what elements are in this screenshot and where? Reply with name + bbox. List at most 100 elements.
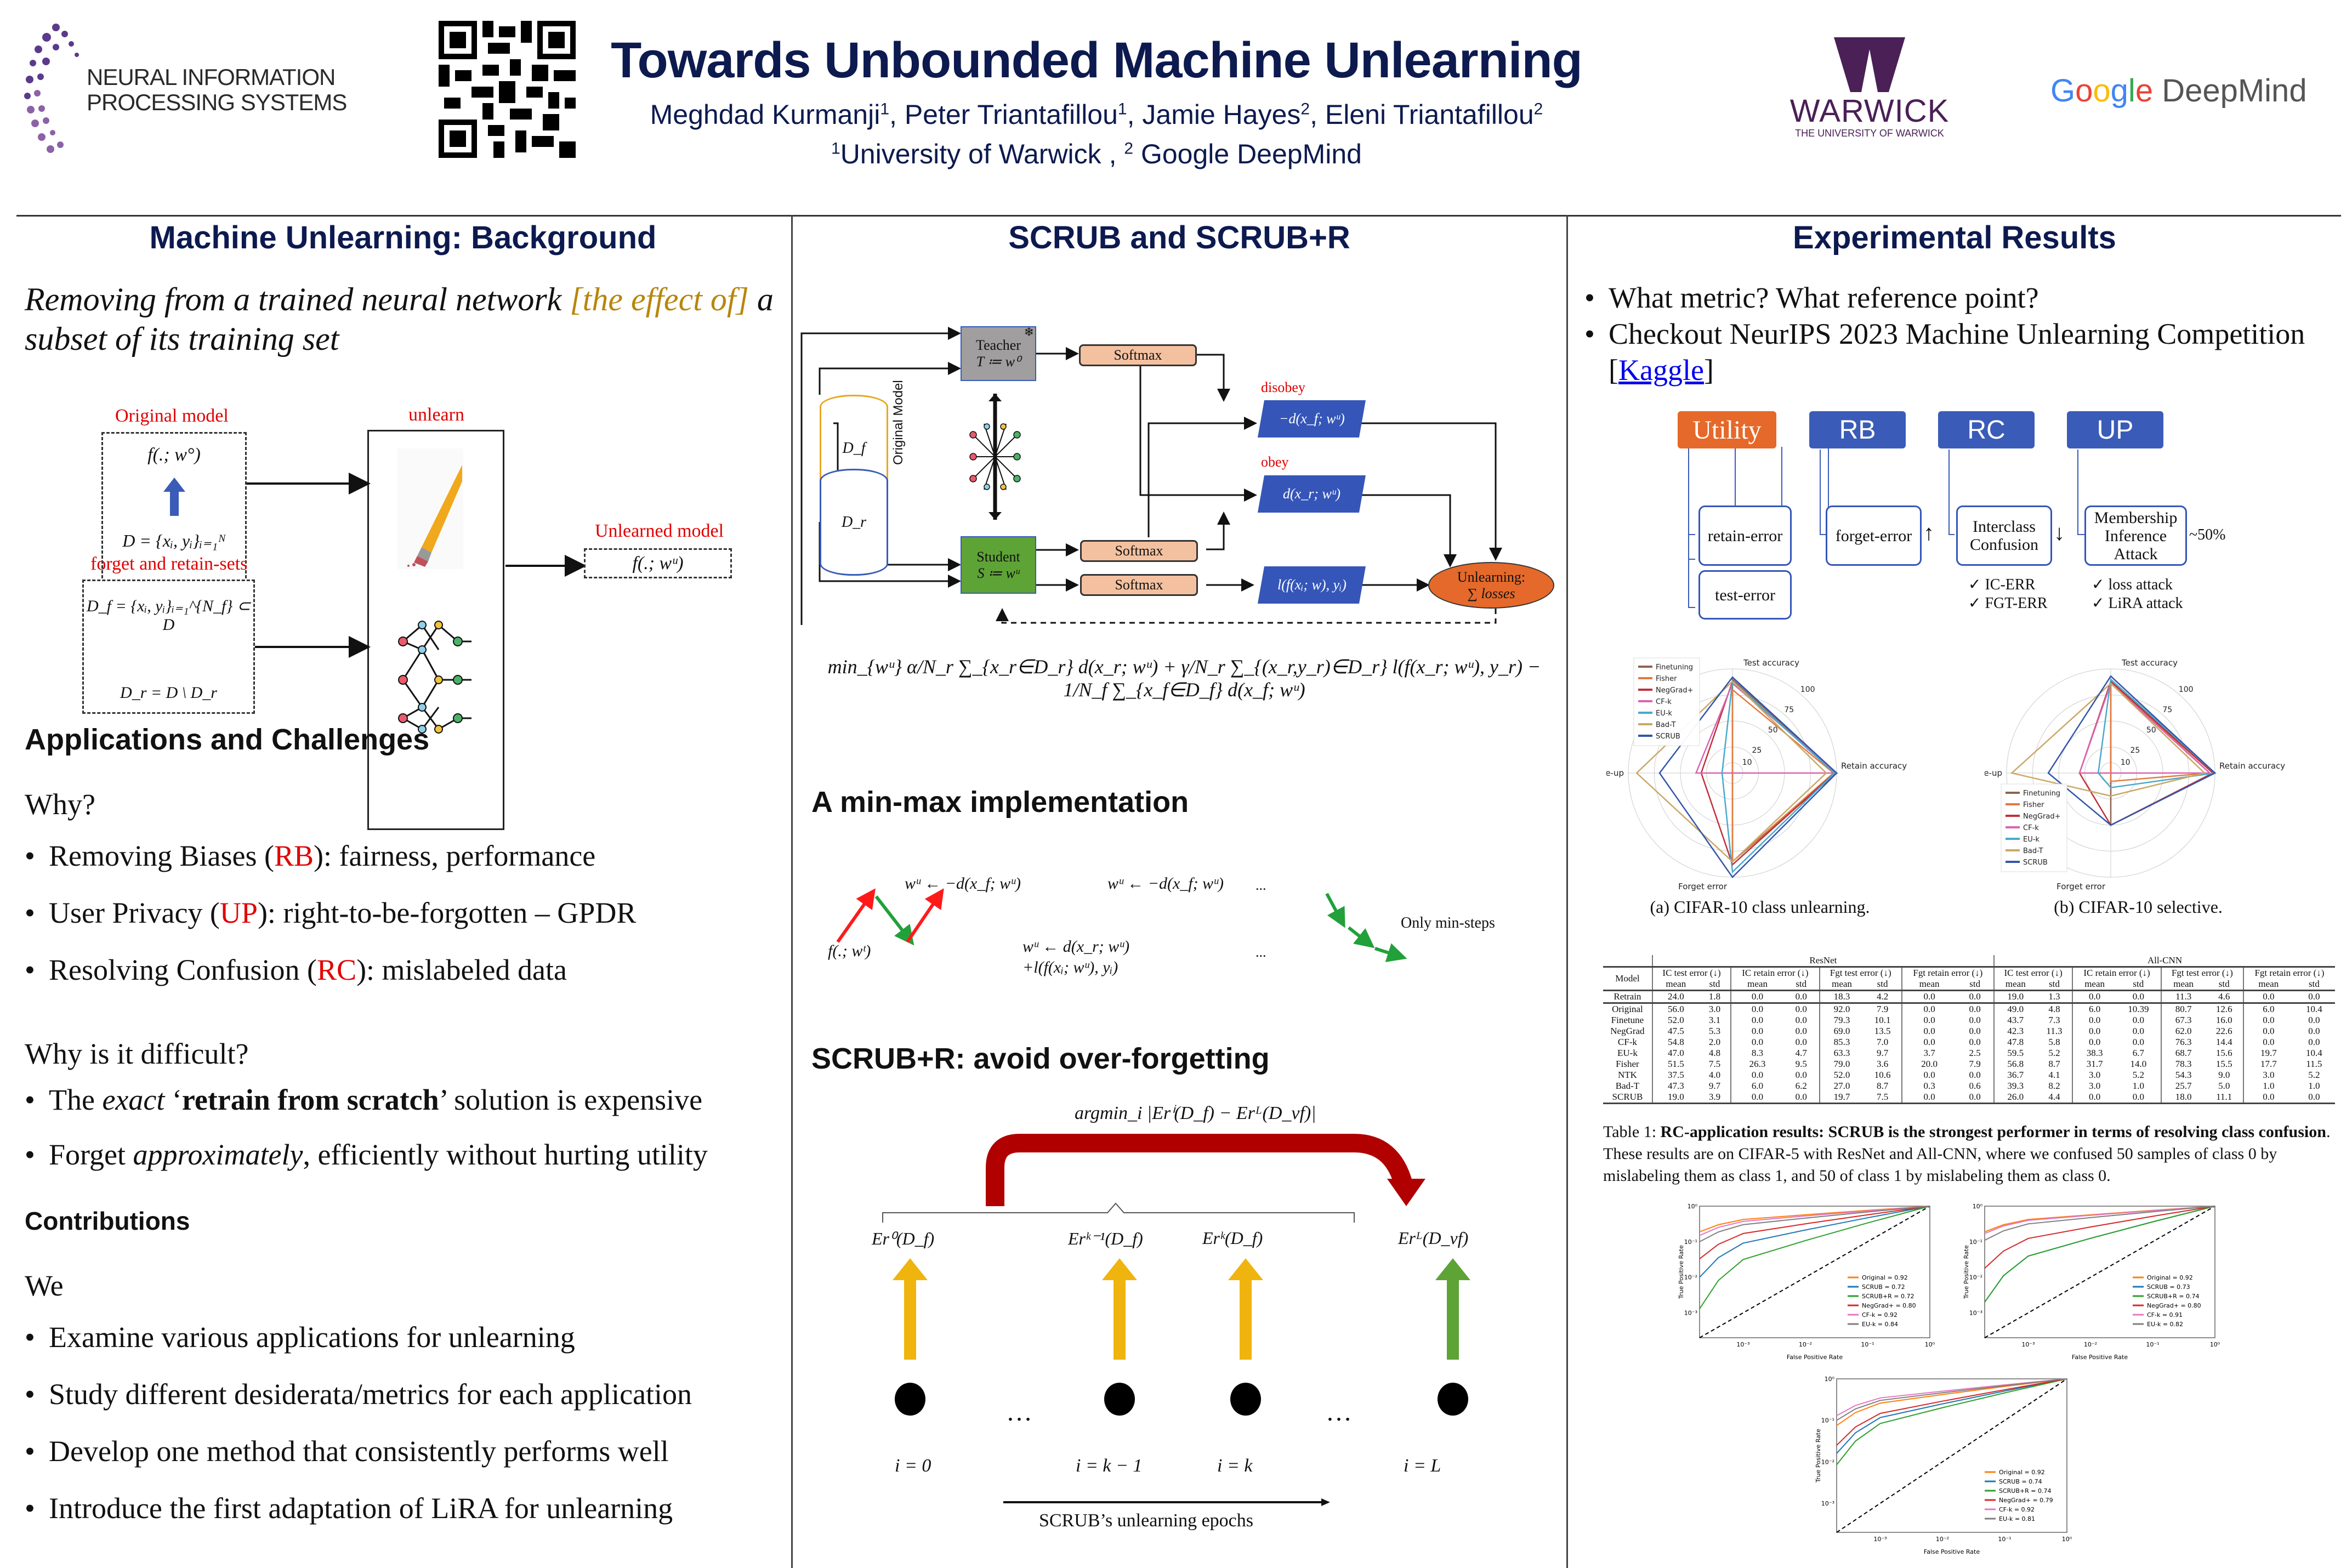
table-cell: 7.5 — [1864, 1092, 1902, 1104]
snowflake-icon: ❄ — [1024, 325, 1034, 339]
table-cell: 54.3 — [2160, 1070, 2206, 1081]
legend-label: NegGrad+ = 0.79 — [1999, 1497, 2053, 1504]
radar-ring-label: 25 — [2130, 746, 2140, 755]
check-item: ✓ FGT-ERR — [1968, 595, 2048, 612]
y-tick-label: 10⁰ — [1973, 1203, 1983, 1210]
legend-label: Finetuning — [1656, 663, 1693, 672]
table-cell: 12.6 — [2205, 1002, 2243, 1015]
rc-checklist: ✓ IC-ERR ✓ FGT-ERR — [1968, 576, 2048, 613]
qr-code[interactable] — [439, 21, 576, 158]
kaggle-link[interactable]: Kaggle — [1618, 354, 1704, 387]
roc-series-line — [1984, 1206, 2215, 1234]
x-axis-label: False Positive Rate — [1787, 1354, 1843, 1361]
table-cell: 85.3 — [1819, 1037, 1864, 1048]
table-cell: 52.0 — [1651, 1015, 1699, 1026]
row-label: EU-k — [1617, 1048, 1638, 1058]
sets-label: forget and retain-sets — [90, 554, 248, 574]
table-cell: 0.0 — [2116, 1092, 2161, 1104]
metric-header: Fgt test error (↓) — [1819, 967, 1902, 979]
std-header: std — [1877, 979, 1888, 989]
row-label: NTK — [1617, 1070, 1637, 1080]
mean-header: mean — [2072, 979, 2116, 991]
author: Eleni Triantafillou — [1325, 99, 1534, 130]
difficult-item: Forget approximately, efficiently withou… — [25, 1138, 789, 1192]
table-cell: 9.7 — [1876, 1048, 1889, 1058]
group-header-resnet: ResNet — [1651, 955, 1994, 967]
tag-rc: RC — [317, 953, 357, 986]
scrub-flow-diagram: Teacher T ≔ w⁰ ❄ Softmax D_f D_r Origina… — [800, 318, 1568, 625]
table-cell: 0.0 — [1730, 1002, 1783, 1015]
difficult-heading: Why is it difficult? — [25, 1037, 249, 1070]
table-cell: 14.4 — [2215, 1037, 2232, 1047]
radar-axis-label: Test accuracy — [1743, 658, 1799, 668]
table-cell: 0.0 — [1795, 1070, 1807, 1080]
x-tick-label: 10⁻² — [2084, 1341, 2097, 1348]
y-tick-label: 10⁻³ — [1821, 1500, 1834, 1507]
up-checklist: ✓ loss attack ✓ LiRA attack — [2092, 576, 2183, 613]
table-cell: 49.0 — [1993, 1002, 2037, 1015]
radar-ring-label: 25 — [1752, 746, 1762, 755]
epoch-arrow-shaft — [904, 1277, 916, 1360]
roc-series-line — [1984, 1206, 2215, 1269]
table-cell: 0.0 — [2242, 1037, 2293, 1048]
radar-axis-label: Scale-up — [1985, 768, 2002, 778]
table-cell: 3.0 — [1698, 1002, 1731, 1015]
mean-header: mean — [1901, 979, 1957, 991]
metric-header: IC test error (↓) — [1993, 967, 2073, 979]
roc-series-line — [1836, 1378, 2067, 1454]
table-cell: 1.8 — [1698, 990, 1731, 1003]
x-axis-label: False Positive Rate — [1924, 1548, 1980, 1555]
table-cell: 15.5 — [2215, 1059, 2232, 1069]
x-tick-label: 10⁻¹ — [1861, 1341, 1874, 1348]
table-cell: 67.3 — [2160, 1015, 2206, 1026]
contrib-item: Study different desiderata/metrics for e… — [25, 1377, 789, 1434]
section-title-scrub: SCRUB and SCRUB+R — [1008, 220, 1350, 255]
table-cell: 7.0 — [1876, 1037, 1889, 1047]
legend-label: Original = 0.92 — [1862, 1274, 1908, 1281]
author-list: Meghdad Kurmanji1, Peter Triantafillou1,… — [650, 99, 1543, 130]
minmax-arrows — [836, 888, 1407, 962]
roc-series-line — [1836, 1378, 2067, 1465]
y-tick-label: 10⁻² — [1684, 1274, 1697, 1281]
up-arrow-icon — [163, 478, 185, 516]
epoch-arrows — [893, 1258, 1470, 1416]
epoch-arrow-shaft — [1447, 1277, 1459, 1360]
forget-error-box: forget-error — [1826, 505, 1922, 566]
roc-series-line — [1984, 1206, 2215, 1241]
y-tick-label: 10⁻¹ — [1969, 1239, 1982, 1246]
retain-error-box: retain-error — [1698, 505, 1792, 566]
original-model-box: f(.; w°) D = {xᵢ, yᵢ}ᵢ₌₁ᴺ — [101, 432, 247, 588]
epoch-dot — [1438, 1383, 1468, 1416]
table-cell: 10.6 — [1874, 1070, 1891, 1080]
table-cell: 52.0 — [1819, 1070, 1864, 1081]
mean-header: mean — [1993, 979, 2037, 991]
table-cell: 56.8 — [1993, 1059, 2037, 1070]
epoch-index: i = k — [1217, 1456, 1253, 1476]
table-cell: 0.0 — [1901, 1002, 1957, 1015]
mean-header: mean — [2242, 979, 2293, 991]
author: Jamie Hayes — [1142, 99, 1301, 130]
table-cell: 78.3 — [2160, 1059, 2206, 1070]
mean-header: mean — [1819, 979, 1864, 991]
table-cell: 24.0 — [1651, 990, 1699, 1003]
neg-distance-box: −d(x_f; wᵘ) — [1258, 400, 1366, 438]
table-cell: 7.9 — [1969, 1059, 1981, 1069]
section-title-applications: Applications and Challenges — [25, 723, 430, 756]
radar-ring-label: 75 — [1784, 706, 1794, 714]
table-cell: 0.0 — [1969, 1015, 1981, 1025]
table-cell: 10.4 — [2293, 1002, 2335, 1015]
row-label: Finetune — [1611, 1015, 1644, 1025]
table-cell: 3.1 — [1708, 1015, 1721, 1025]
y-tick-label: 10⁻² — [1821, 1458, 1834, 1465]
table-cell: 47.8 — [1993, 1037, 2037, 1048]
rc-header: RC — [1938, 411, 2035, 448]
table-cell: 6.0 — [2242, 1002, 2293, 1015]
table-cell: 79.0 — [1819, 1059, 1864, 1070]
table-cell: 0.3 — [1901, 1081, 1957, 1092]
table-cell: 3.7 — [1901, 1048, 1957, 1059]
y-tick-label: 10⁻³ — [1969, 1310, 1982, 1317]
table-cell: 0.0 — [2308, 1037, 2320, 1047]
ellipsis: ... — [1255, 944, 1266, 960]
legend-label: CF-k — [1656, 698, 1672, 706]
